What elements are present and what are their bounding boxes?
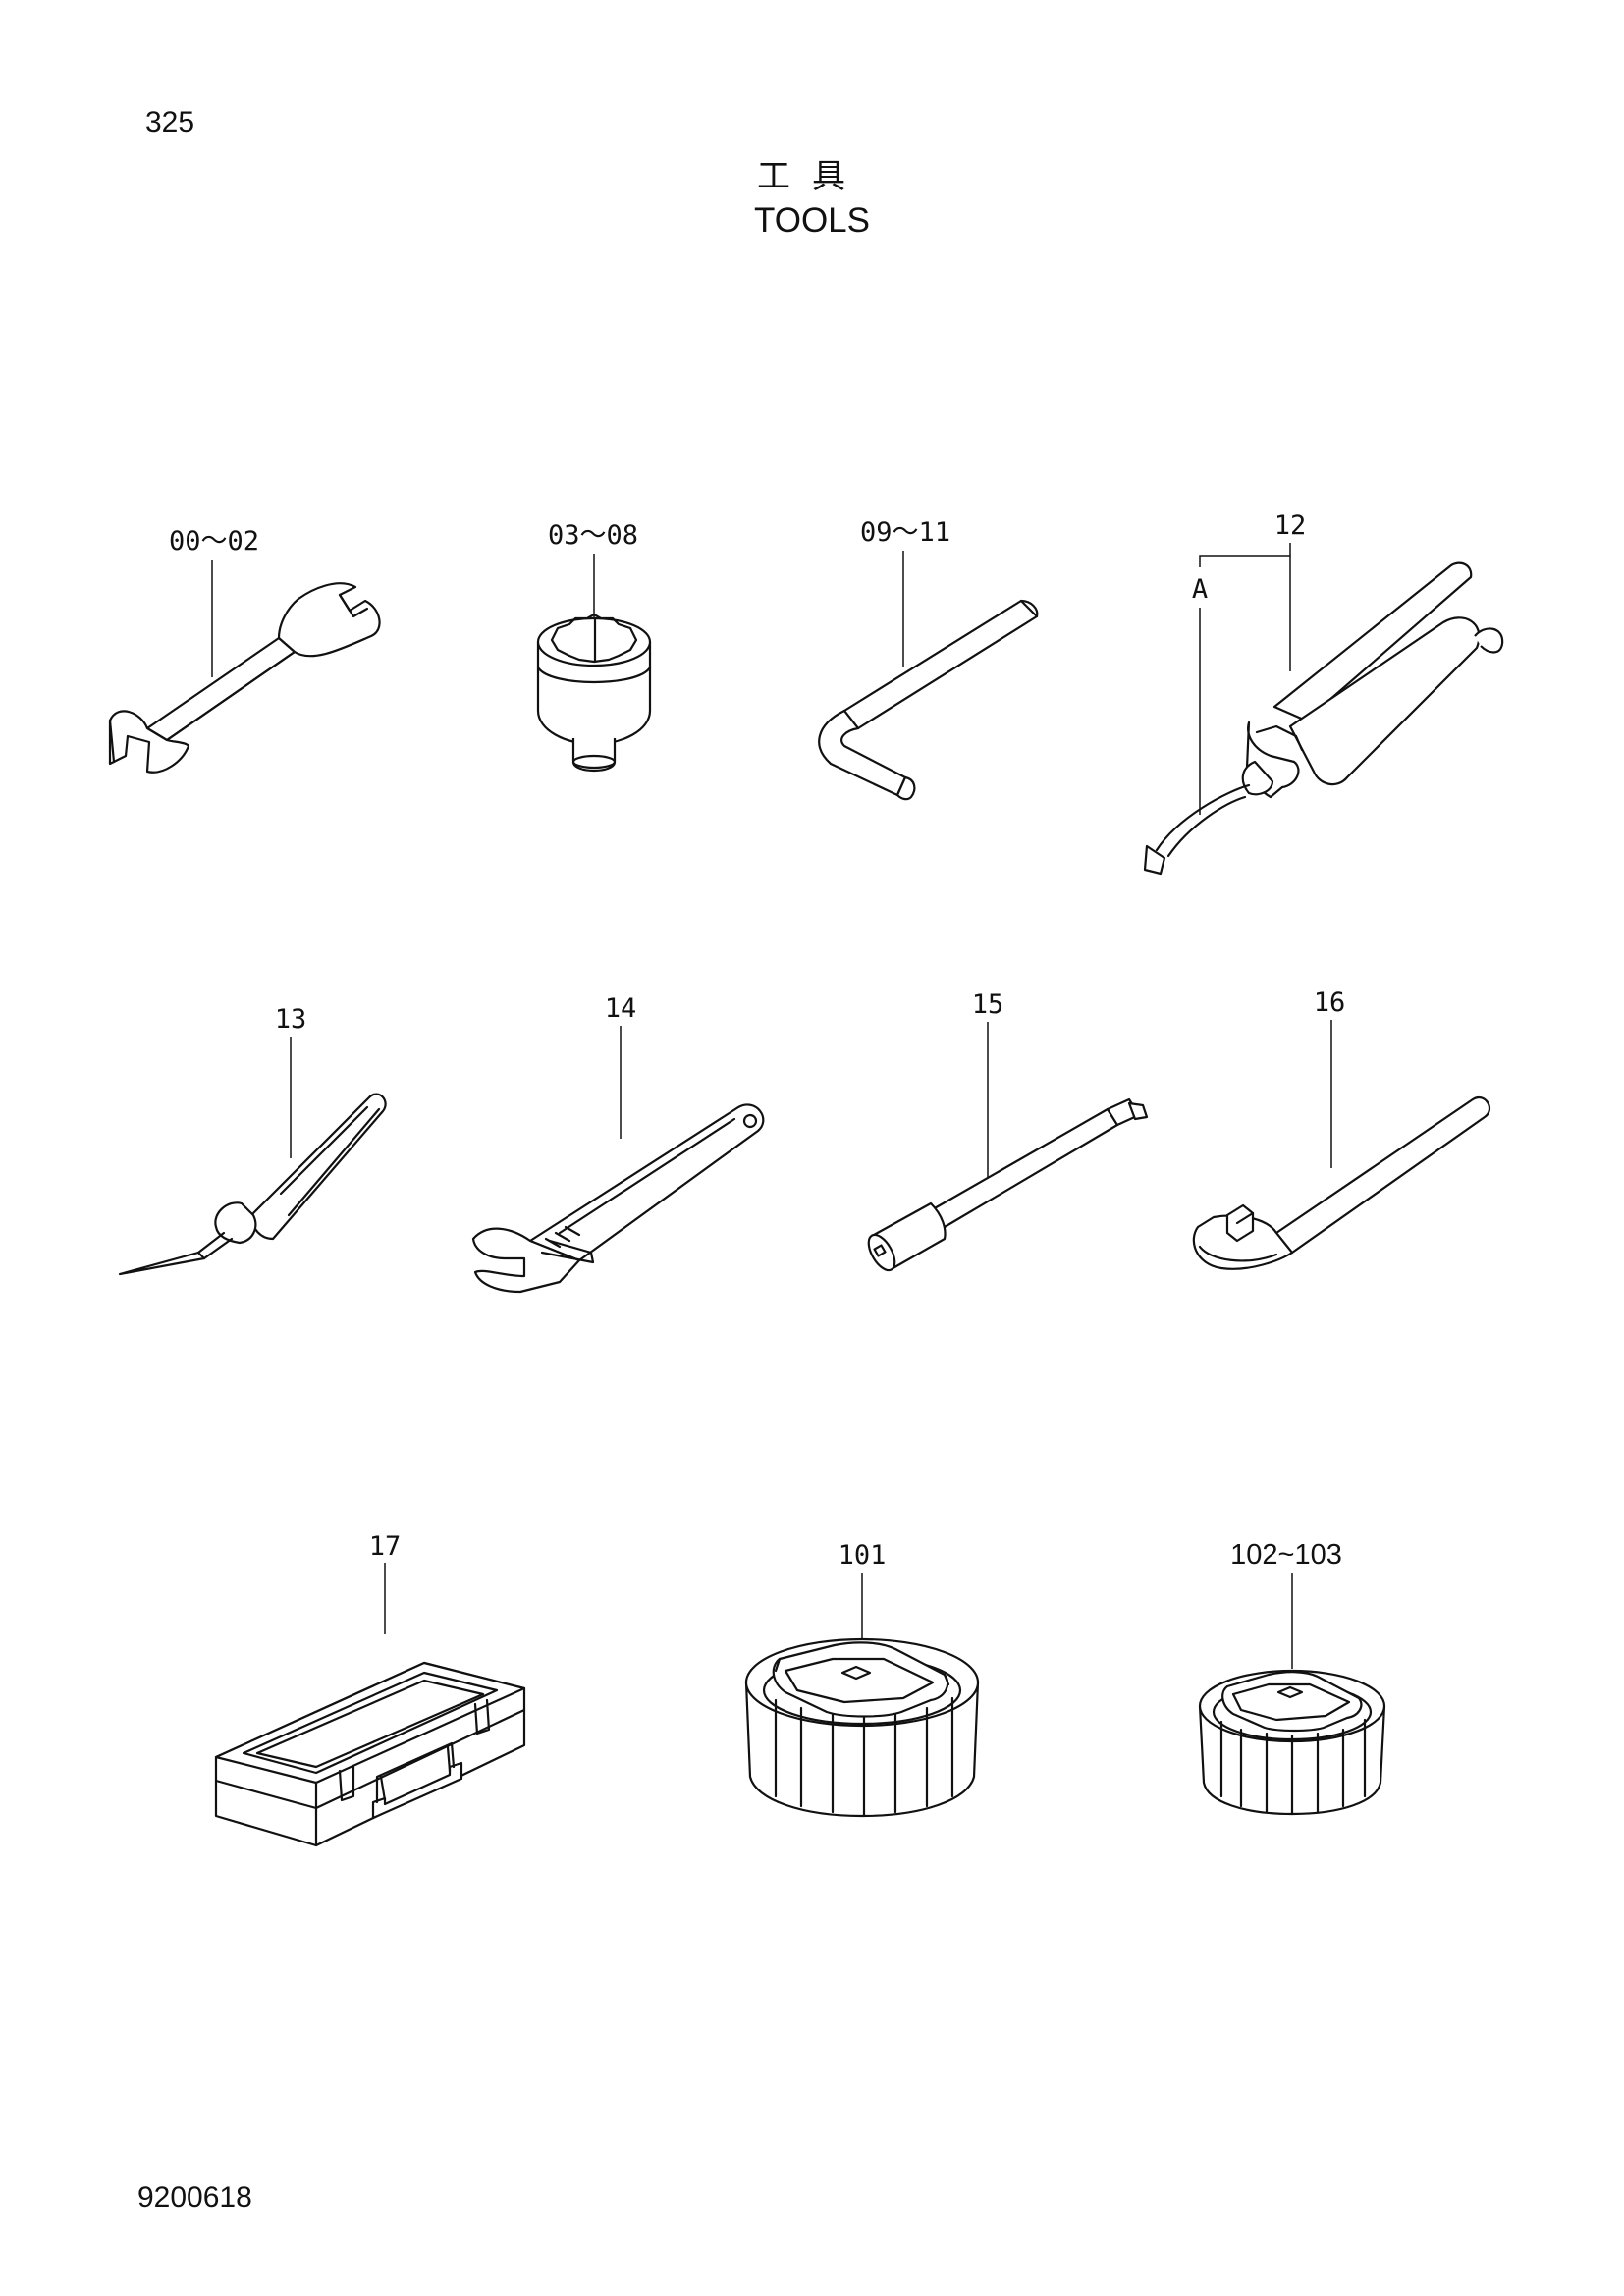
callout-00-02: 00～02 [169,526,259,557]
ratchet-handle-icon [1192,1096,1490,1270]
callout-13: 13 [275,1004,307,1035]
callout-12: 12 [1274,510,1307,541]
callout-102-103: 102~103 [1230,1539,1342,1571]
socket-icon [536,613,652,772]
hex-key-icon [818,599,1039,801]
callout-14: 14 [605,993,637,1024]
callout-17: 17 [369,1531,402,1562]
screwdriver-icon [118,1093,387,1276]
adjustable-wrench-icon [471,1103,765,1294]
callout-09-11: 09～11 [860,517,950,548]
grease-gun-icon [1143,561,1504,876]
toolbox-icon [214,1661,526,1847]
title-japanese: 工具 [757,157,867,196]
callout-a: A [1192,574,1208,605]
footer-code: 9200618 [137,2181,252,2214]
title-english: TOOLS [753,201,870,240]
filter-wrench-small-icon [1198,1669,1386,1816]
filter-wrench-icon [744,1637,980,1818]
callout-03-08: 03～08 [548,520,638,551]
callout-16: 16 [1314,988,1346,1018]
spanner-wrench-icon [108,582,381,774]
callout-15: 15 [972,989,1004,1020]
page-number: 325 [145,106,195,138]
extension-bar-icon [867,1097,1149,1272]
leader-lines [211,543,1332,1669]
callout-101: 101 [839,1540,887,1571]
